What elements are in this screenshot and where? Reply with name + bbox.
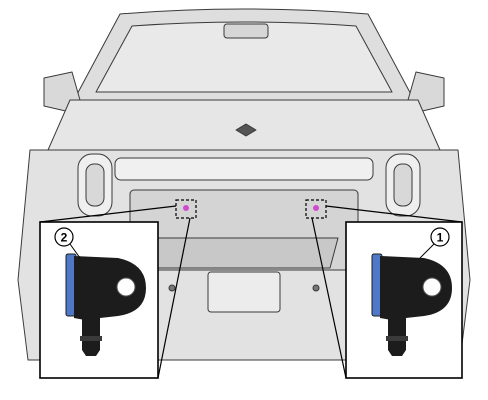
license-plate — [207, 271, 281, 313]
right-tow-point — [312, 284, 320, 292]
sensor-location-dot-2 — [183, 205, 189, 211]
impact-sensor-2 — [65, 253, 146, 356]
detail-leader-lines — [39, 205, 463, 379]
leader-line-2-a — [39, 205, 177, 223]
callout-2-circle — [54, 227, 74, 247]
sensor-2-body — [74, 256, 146, 322]
sensor-location-markers — [175, 199, 327, 219]
left-headlamp-inner — [85, 163, 105, 207]
callout-1-leader — [419, 243, 435, 259]
right-headlamp-inner — [393, 163, 413, 207]
impact-sensor-1 — [371, 253, 452, 356]
windshield — [95, 21, 393, 93]
sensor-location-dot-1 — [313, 205, 319, 211]
brand-emblem — [235, 123, 257, 137]
leader-line-1-a — [325, 205, 463, 223]
leader-line-2-b — [157, 217, 191, 379]
sensor-1-body — [380, 256, 452, 322]
rear-view-mirror — [223, 23, 269, 39]
sensor-1-connector-latch — [386, 336, 408, 341]
callout-1-label: 1 — [437, 231, 444, 245]
detail-box-1: 1 — [345, 221, 463, 379]
left-tow-point — [168, 284, 176, 292]
light-bar — [114, 157, 374, 181]
sensor-location-box-1 — [305, 199, 327, 219]
callout-1-circle — [430, 227, 450, 247]
sensor-2-connector-latch — [80, 336, 102, 341]
sensor-location-box-2 — [175, 199, 197, 219]
leader-line-1-b — [311, 217, 347, 379]
bumper-intake — [149, 237, 339, 269]
sensor-1-mount-hole — [422, 277, 442, 297]
callout-2-leader — [69, 243, 81, 259]
callout-2-label: 2 — [61, 231, 68, 245]
detail-box-2: 2 — [39, 221, 159, 379]
sensor-2-mount-hole — [116, 277, 136, 297]
